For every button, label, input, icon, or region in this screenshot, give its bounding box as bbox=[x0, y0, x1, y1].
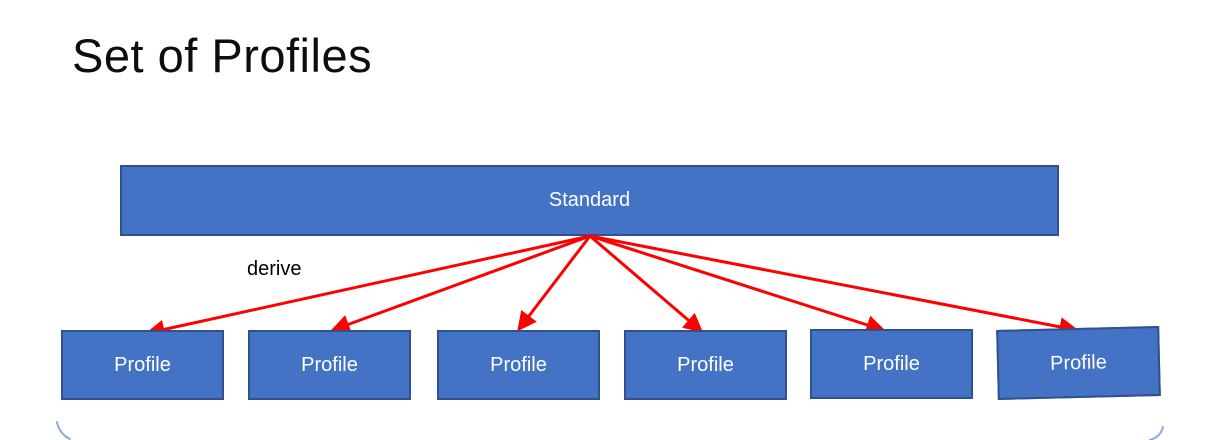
profile-box: Profile bbox=[61, 330, 224, 400]
profile-box-label: Profile bbox=[677, 353, 734, 376]
profile-box-label: Profile bbox=[863, 352, 920, 375]
bottom-right-corner-arc bbox=[1149, 426, 1164, 440]
profile-box-label: Profile bbox=[1049, 350, 1108, 375]
standard-box: Standard bbox=[120, 165, 1059, 236]
derive-arrow bbox=[517, 235, 592, 332]
profile-box: Profile bbox=[810, 329, 973, 399]
profile-box-label: Profile bbox=[490, 353, 547, 376]
profile-box: Profile bbox=[624, 330, 787, 400]
profile-box-label: Profile bbox=[114, 353, 171, 376]
profile-box: Profile bbox=[248, 330, 411, 400]
profile-box: Profile bbox=[996, 326, 1161, 400]
derive-arrow bbox=[330, 234, 591, 334]
standard-box-label: Standard bbox=[548, 189, 631, 211]
derive-label: derive bbox=[247, 258, 302, 280]
derive-arrow bbox=[589, 234, 1079, 337]
bottom-left-corner-arc bbox=[56, 421, 71, 440]
profile-box-label: Profile bbox=[301, 353, 358, 376]
derive-arrow bbox=[589, 234, 886, 335]
profile-box: Profile bbox=[437, 330, 600, 400]
derive-arrow bbox=[589, 234, 704, 333]
derive-arrow bbox=[145, 234, 591, 339]
slide-title: Set of Profiles bbox=[72, 29, 373, 82]
